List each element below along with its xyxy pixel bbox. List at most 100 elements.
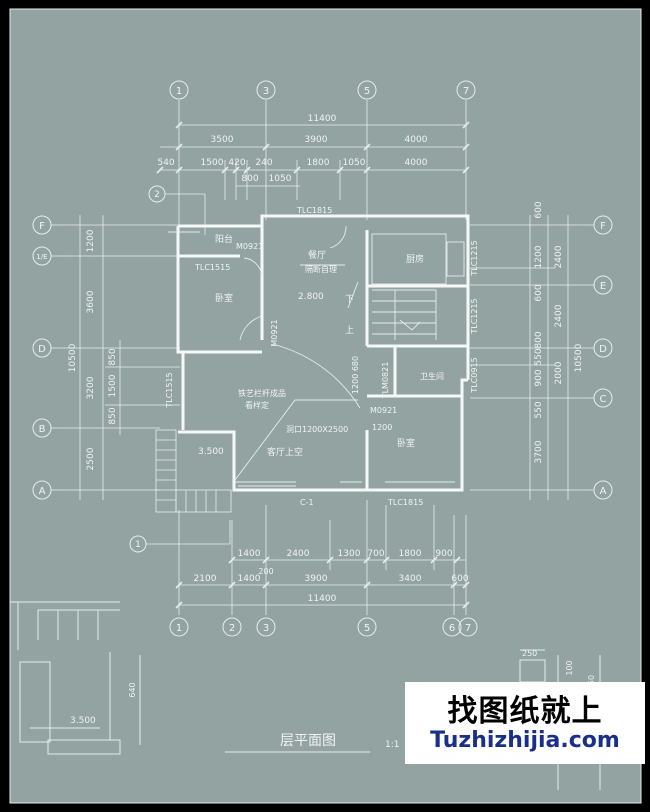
dim-top-800: 800 — [241, 174, 258, 184]
axis-label-top-3: 3 — [263, 86, 269, 97]
dim-right-2400b: 2400 — [554, 304, 564, 327]
dim-bottom-detail-1: 1400 — [238, 549, 261, 559]
dim-right-900: 900 — [534, 369, 544, 386]
room-dining: 餐厅 — [308, 249, 326, 261]
label-c1: C-1 — [300, 498, 314, 507]
dim-right-1200: 1200 — [534, 245, 544, 268]
label-tlc1215-a: TLC1215 — [470, 240, 479, 276]
dim-left-2500: 2500 — [86, 447, 96, 470]
label-tlm0821: TLM0821 — [381, 362, 390, 400]
dim-bottom-mid-5: 600 — [451, 574, 468, 584]
dim-top-detail-2: 1500 — [201, 158, 224, 168]
dim-bottom-total: 11400 — [308, 594, 337, 604]
axis-label-bottom-1: 1 — [176, 623, 182, 634]
room-kitchen: 厨房 — [406, 253, 424, 265]
room-bedroom-2: 卧室 — [397, 437, 415, 449]
dim-bottom-mid-2: 1400 — [238, 574, 261, 584]
axis-label-left-1e: 1/E — [36, 253, 47, 261]
dim-right-550a: 550 — [534, 348, 544, 365]
dim-left-10500: 10500 — [68, 343, 78, 372]
dim-top-detail-5: 1800 — [307, 158, 330, 168]
dim-right-600b: 600 — [534, 284, 544, 301]
label-tlc1515-a: TLC1515 — [194, 263, 230, 272]
railing-note: 铁艺栏杆成品 — [238, 388, 286, 398]
axis-label-bottom-2: 2 — [229, 623, 235, 634]
dim-left-850b: 850 — [108, 407, 118, 424]
dim-bottom-mid-4: 3400 — [399, 574, 422, 584]
dim-top-total: 11400 — [308, 114, 337, 124]
dim-bottom-200: 200 — [258, 567, 273, 576]
dim-right-800: 800 — [534, 331, 544, 348]
dim-top-detail-6: 1050 — [343, 158, 366, 168]
axis-label-right-c: C — [600, 394, 607, 405]
axis-label-bottom-3: 3 — [263, 623, 269, 634]
label-tlc1215-b: TLC1215 — [470, 298, 479, 334]
axis-label-right-d: D — [599, 344, 607, 355]
label-tlc1815-bottom: TLC1815 — [387, 498, 423, 507]
dim-bottom-mid-3: 3900 — [305, 574, 328, 584]
dim-left-3200: 3200 — [86, 376, 96, 399]
section-mark-top: 2 — [154, 190, 160, 200]
axis-label-right-f: F — [600, 221, 606, 232]
railing-note-2: 看样定 — [245, 400, 269, 410]
dim-right-550b: 550 — [534, 401, 544, 418]
label-tlc1815-top: TLC1815 — [296, 206, 332, 215]
room-dining-note: 隔断自理 — [305, 264, 337, 274]
label-down: 下 — [345, 295, 354, 305]
dim-bottom-detail-6: 900 — [435, 549, 452, 559]
dim-left-1500: 1500 — [108, 374, 118, 397]
dim-bottom-mid-1: 2100 — [194, 574, 217, 584]
dim-left-1200: 1200 — [86, 229, 96, 252]
axis-label-bottom-7: 7 — [465, 623, 471, 634]
label-dim-100: 100 — [565, 660, 574, 675]
dim-top-detail-4: 240 — [255, 158, 272, 168]
watermark-url: Tuzhizhijia.com — [430, 728, 620, 753]
dim-top-mid-1: 3500 — [211, 135, 234, 145]
dim-bottom-detail-2: 2400 — [287, 549, 310, 559]
axis-label-bottom-5: 5 — [364, 623, 370, 634]
dim-bottom-detail-4: 700 — [367, 549, 384, 559]
axis-label-top-7: 7 — [463, 86, 469, 97]
dim-right-10500: 10500 — [574, 343, 584, 372]
label-elev-3500-detail: 3.500 — [70, 716, 96, 726]
label-dim-1200b: 1200 — [372, 423, 392, 432]
axis-label-top-5: 5 — [364, 86, 370, 97]
dim-right-3700: 3700 — [534, 440, 544, 463]
dim-top-mid-2: 3900 — [305, 135, 328, 145]
dim-right-2400a: 2400 — [554, 245, 564, 268]
dim-bottom-detail-5: 1800 — [399, 549, 422, 559]
label-m0921-a: M0921 — [236, 242, 263, 251]
room-balcony: 阳台 — [215, 233, 233, 245]
dim-right-2000: 2000 — [554, 361, 564, 384]
axis-label-left-d: D — [38, 344, 46, 355]
label-dim-680: 1200 680 — [351, 356, 360, 394]
room-bedroom-1: 卧室 — [215, 292, 233, 304]
section-mark-bottom: 1 — [135, 540, 141, 550]
dim-top-detail-1: 540 — [157, 158, 174, 168]
watermark-text-cn: 找图纸就上 — [447, 694, 603, 729]
label-tlc0915: TLC0915 — [470, 357, 479, 393]
drawing-title: 层平面图 — [280, 733, 336, 749]
dim-top-detail-7: 4000 — [405, 158, 428, 168]
axis-label-bottom-6: 6 — [449, 623, 455, 634]
drawing-scale: 1:1 — [385, 740, 399, 750]
label-opening: 洞口1200X2500 — [286, 424, 348, 434]
label-dim-250: 250 — [522, 649, 537, 658]
axis-label-right-e: E — [600, 281, 606, 292]
label-dim-640: 640 — [128, 682, 137, 697]
axis-label-left-a: A — [39, 486, 46, 497]
dim-top-detail-3: 420 — [228, 158, 245, 168]
dim-right-600a: 600 — [534, 201, 544, 218]
axis-label-left-b: B — [39, 424, 46, 435]
label-dim-50: 50 — [587, 675, 596, 685]
dim-top-1050: 1050 — [269, 174, 292, 184]
axis-label-top-1: 1 — [176, 86, 182, 97]
dim-left-3600: 3600 — [86, 290, 96, 313]
paper-frame — [9, 8, 642, 804]
room-void: 客厅上空 — [267, 446, 303, 458]
label-elev-3500: 3.500 — [198, 447, 224, 457]
room-bathroom: 卫生间 — [420, 371, 444, 381]
label-elev-2800: 2.800 — [298, 292, 324, 302]
